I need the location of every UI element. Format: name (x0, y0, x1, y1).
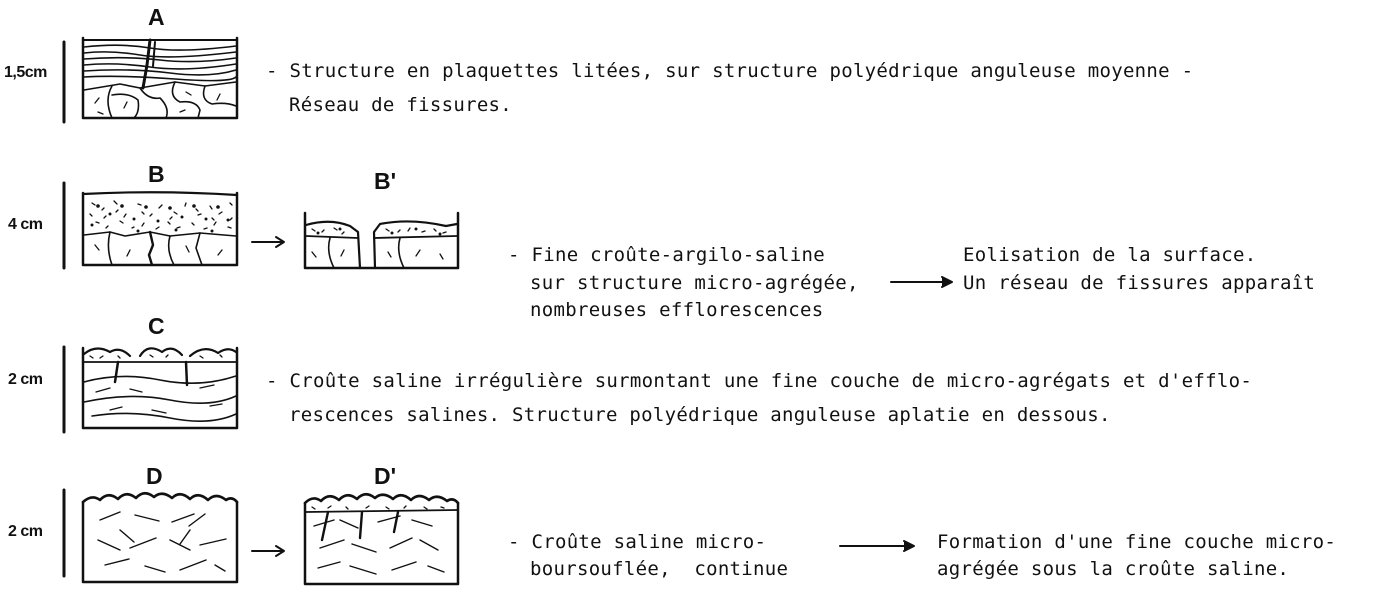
block-b (81, 191, 239, 267)
scale-label-d: 2 cm (8, 523, 43, 540)
label-d: D (146, 463, 163, 489)
block-a (81, 36, 239, 120)
scale-label-a: 1,5cm (4, 64, 47, 81)
label-a: A (148, 4, 165, 30)
result-b-line2: Un réseau de fissures apparaît (963, 272, 1316, 294)
result-d-line1: Formation d'une fine couche micro- (937, 531, 1337, 553)
label-c: C (148, 313, 165, 339)
desc-d-line2: boursouflée, continue (530, 558, 789, 580)
scale-label-b: 4 cm (8, 216, 43, 233)
desc-d-line1: - Croûte saline micro- (508, 531, 767, 553)
block-c (81, 346, 239, 430)
desc-a-line1: - Structure en plaquettes litées, sur st… (266, 60, 1194, 82)
desc-b-line1: - Fine croûte-argilo-saline (508, 244, 825, 266)
desc-b-line3: nombreuses efflorescences (530, 299, 824, 321)
block-d-prime (303, 492, 460, 586)
arrow-d-to-d-prime (251, 545, 285, 557)
block-d (81, 491, 239, 584)
result-d-line2: agrégée sous la croûte saline. (937, 558, 1290, 580)
label-d-prime: D' (374, 463, 397, 489)
desc-c-line1: - Croûte saline irrégulière surmontant u… (266, 370, 1253, 392)
scale-label-c: 2 cm (8, 371, 43, 388)
desc-b-line2: sur structure micro-agrégée, (530, 272, 859, 294)
block-b-prime (303, 211, 460, 270)
label-b-prime: B' (374, 168, 397, 194)
desc-a-line2: Réseau de fissures. (289, 94, 513, 116)
result-b-line1: Eolisation de la surface. (963, 244, 1257, 266)
desc-c-line2: rescences salines. Structure polyédrique… (289, 404, 1111, 426)
arrow-b-to-b-prime (251, 236, 285, 248)
label-b: B (148, 161, 165, 187)
arrow-d-result (839, 540, 915, 552)
arrow-b-result (890, 276, 953, 288)
